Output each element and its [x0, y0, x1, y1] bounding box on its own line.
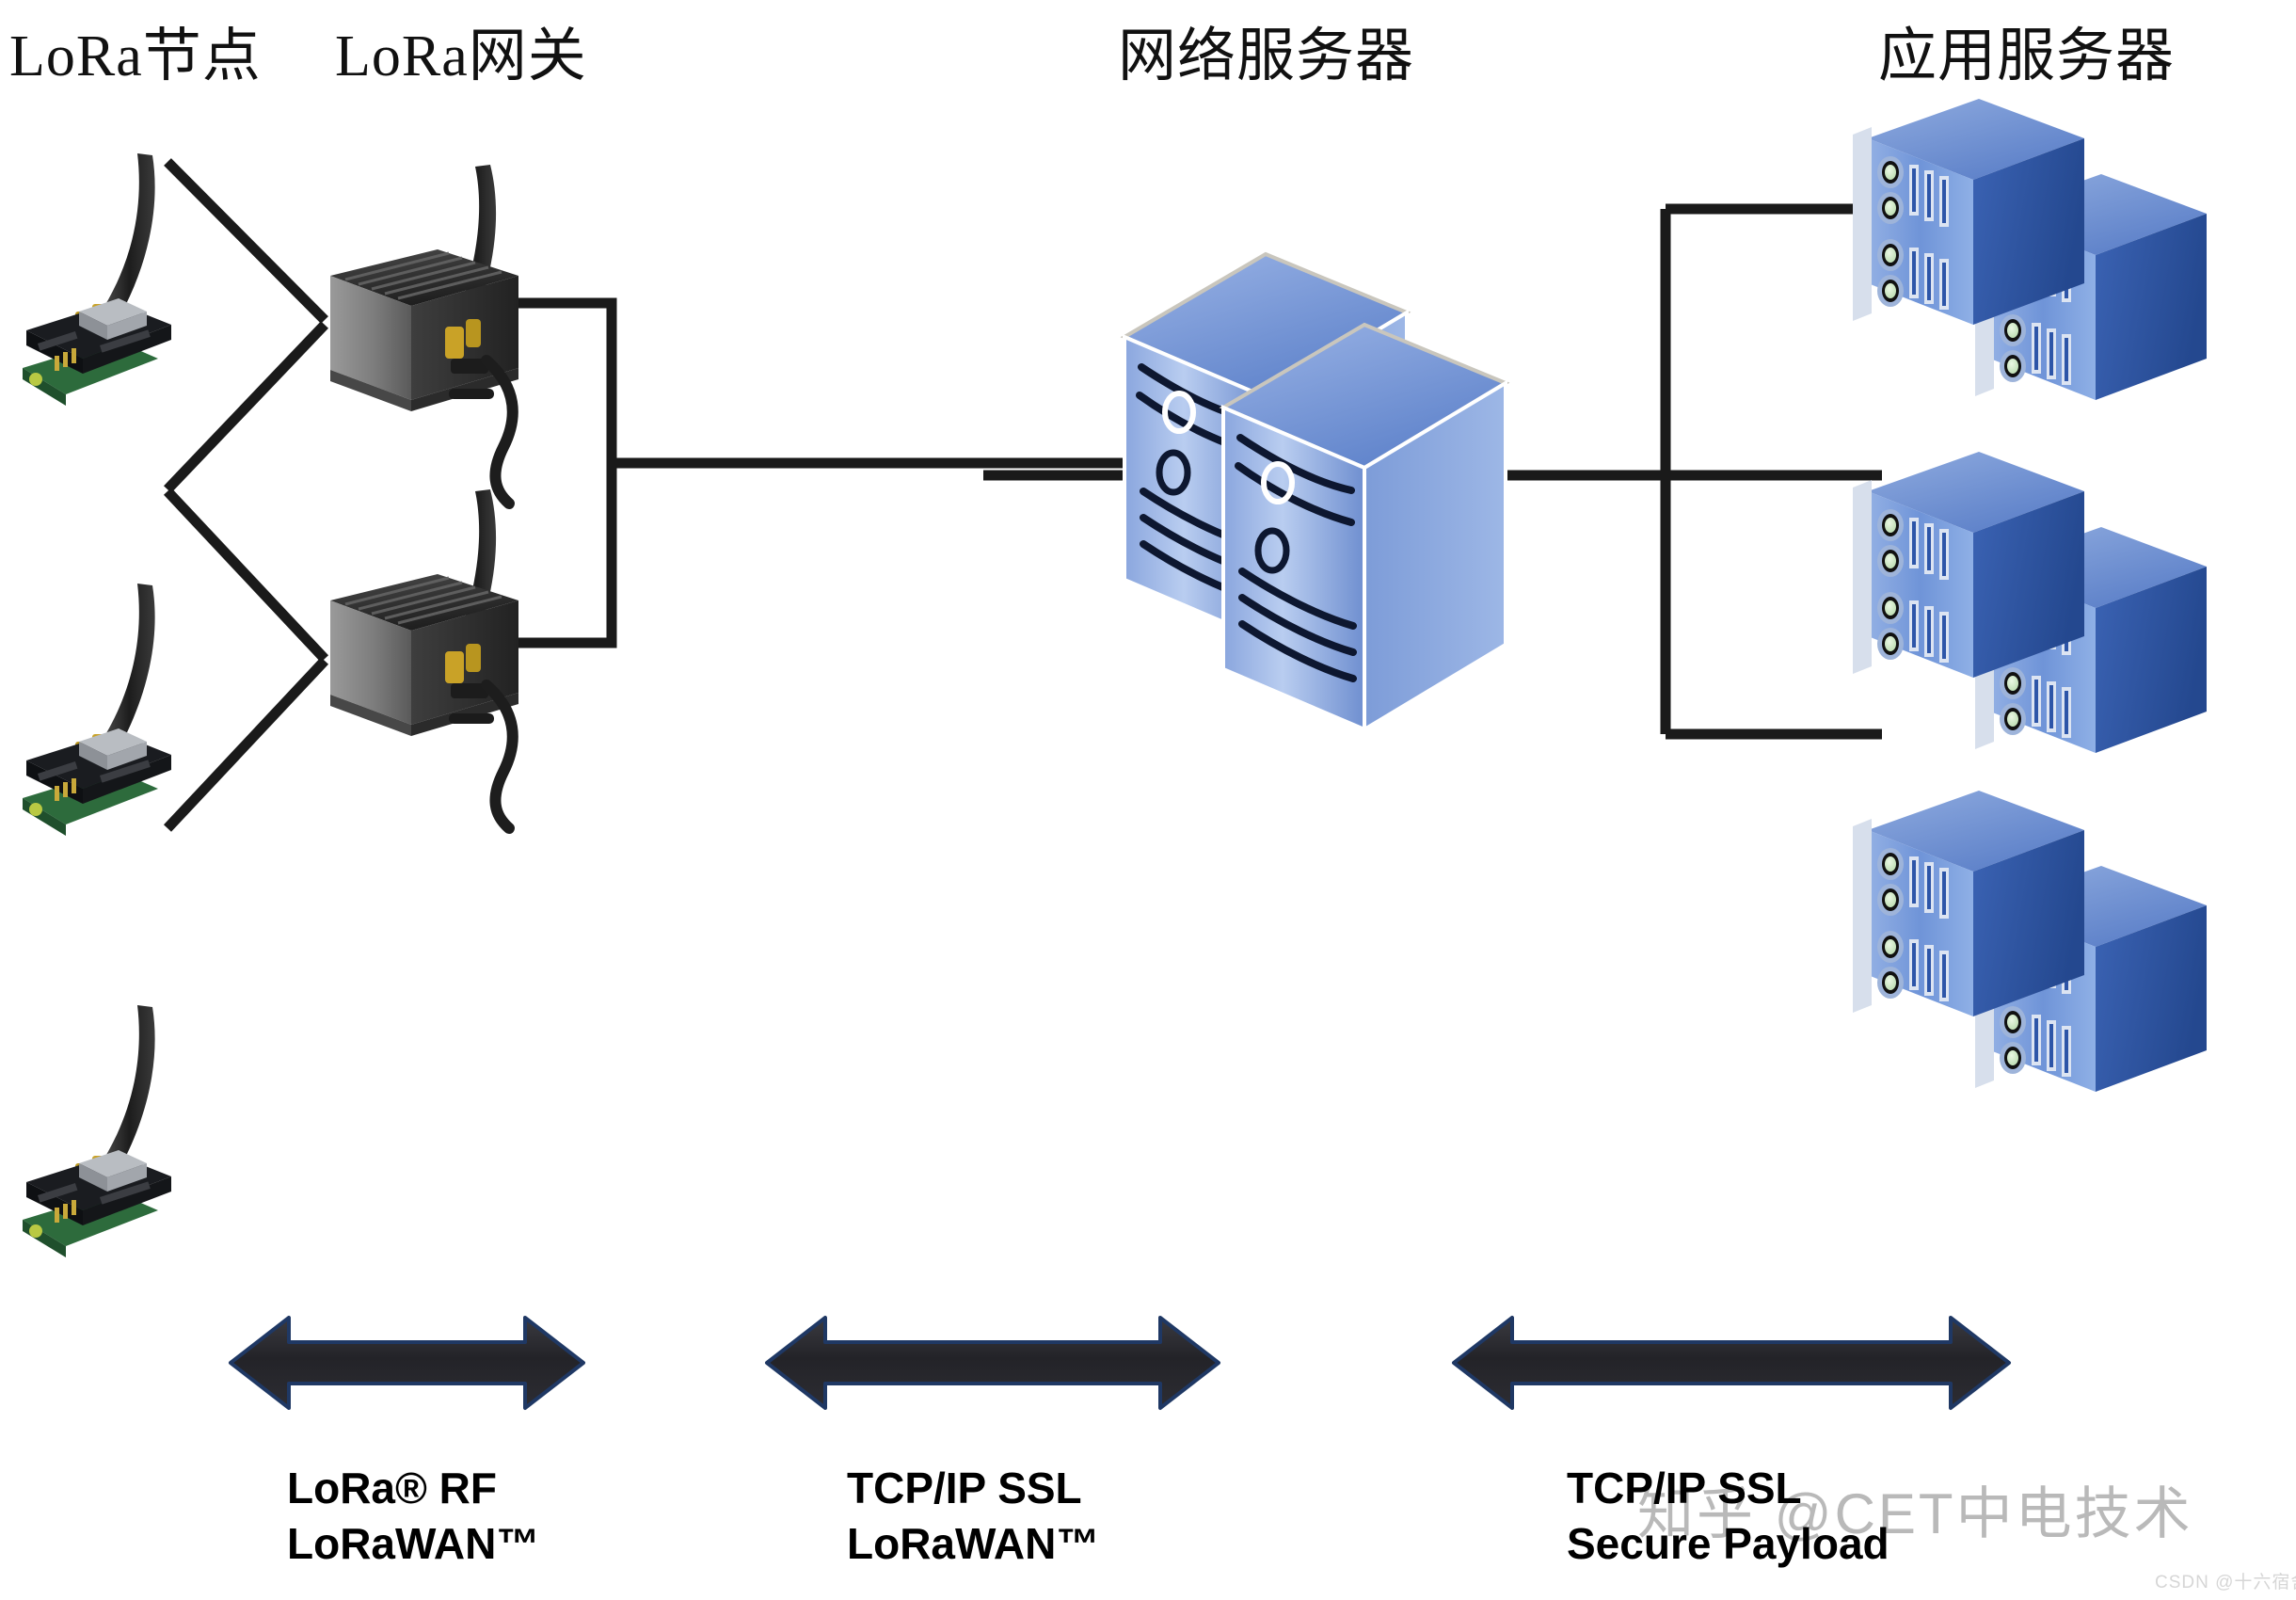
gateway-heatsink: [330, 249, 518, 306]
node-pin-headers: [38, 760, 151, 783]
gateway-vent: [449, 713, 494, 724]
tower-power-button: [1254, 527, 1290, 574]
lora-gateway-1: [330, 165, 518, 509]
node-led: [29, 803, 42, 816]
node-pin-headers: [38, 329, 151, 353]
protocol-line-1: TCP/IP SSL: [847, 1464, 1082, 1512]
gateway-cable: [481, 680, 518, 834]
tower-power-button: [1156, 449, 1191, 496]
node-rf-module: [79, 298, 147, 326]
rack-bezel: [1853, 480, 1949, 674]
protocol-line-1: TCP/IP SSL: [1567, 1464, 1802, 1512]
lora-gateway-2: [330, 489, 518, 834]
watermark-csdn: CSDN @十六宿舍: [2155, 1573, 2296, 1592]
node-antenna: [104, 1005, 155, 1167]
gateway-antenna-connector: [445, 327, 464, 359]
protocol-label-tcpip-application: TCP/IP SSL Secure Payload: [1567, 1461, 1889, 1572]
lora-node-1: [23, 153, 171, 406]
arrow-tcpip-gw: [765, 1316, 1220, 1410]
tower-badge: [1261, 461, 1295, 504]
protocol-label-lora-rf: LoRa® RF LoRaWAN™: [287, 1461, 539, 1572]
protocol-line-2: LoRaWAN™: [287, 1518, 540, 1568]
arrow-lora-rf: [229, 1316, 585, 1410]
gateway-heatsink: [330, 574, 518, 631]
node-led: [29, 1224, 42, 1238]
connector-gateways-to-network-server: [516, 297, 1124, 648]
node-rf-module: [79, 728, 147, 756]
app-rack-group-2: [1853, 452, 2207, 753]
node-pin-headers: [38, 1181, 151, 1205]
header-lora-gateway: LoRa网关: [335, 24, 587, 88]
gateway-front-face: [330, 600, 411, 725]
node-antenna: [104, 153, 155, 315]
arrow-tcpip-app: [1452, 1316, 2011, 1410]
gateway-vent: [449, 389, 494, 399]
node-rf-module: [79, 1150, 147, 1177]
tower-badge: [1162, 391, 1196, 434]
app-rack-unit-front: [1853, 791, 2084, 1016]
network-server-tower-front: [1219, 322, 1510, 733]
protocol-line-1: LoRa® RF: [287, 1464, 497, 1512]
watermark-zhihu: 知乎 @CET中电技术: [1637, 1482, 2193, 1545]
protocol-label-tcpip-gateway: TCP/IP SSL LoRaWAN™: [847, 1461, 1099, 1572]
lora-node-3: [23, 1005, 171, 1257]
gateway-cable: [481, 355, 518, 509]
rack-bezel: [1853, 127, 1949, 321]
rack-bezel: [1853, 819, 1949, 1013]
header-application-server: 应用服务器: [1878, 24, 2176, 88]
protocol-line-2: LoRaWAN™: [847, 1518, 1100, 1568]
tower-front-detail: [1235, 434, 1357, 682]
app-rack-group-1: [1853, 99, 2207, 400]
gateway-front-face: [330, 276, 411, 400]
node-led: [29, 373, 42, 386]
app-rack-unit-front: [1853, 99, 2084, 325]
app-rack-group-3: [1853, 791, 2207, 1092]
header-lora-node: LoRa节点: [9, 24, 262, 88]
gateway-antenna-connector: [445, 651, 464, 683]
header-network-server: 网络服务器: [1118, 24, 1415, 88]
node-antenna: [104, 584, 155, 745]
tower-side: [1363, 379, 1507, 733]
app-rack-unit-front: [1853, 452, 2084, 678]
connector-nodes-to-gateways: [163, 158, 329, 832]
lora-node-2: [23, 584, 171, 836]
protocol-line-2: Secure Payload: [1567, 1518, 1889, 1568]
